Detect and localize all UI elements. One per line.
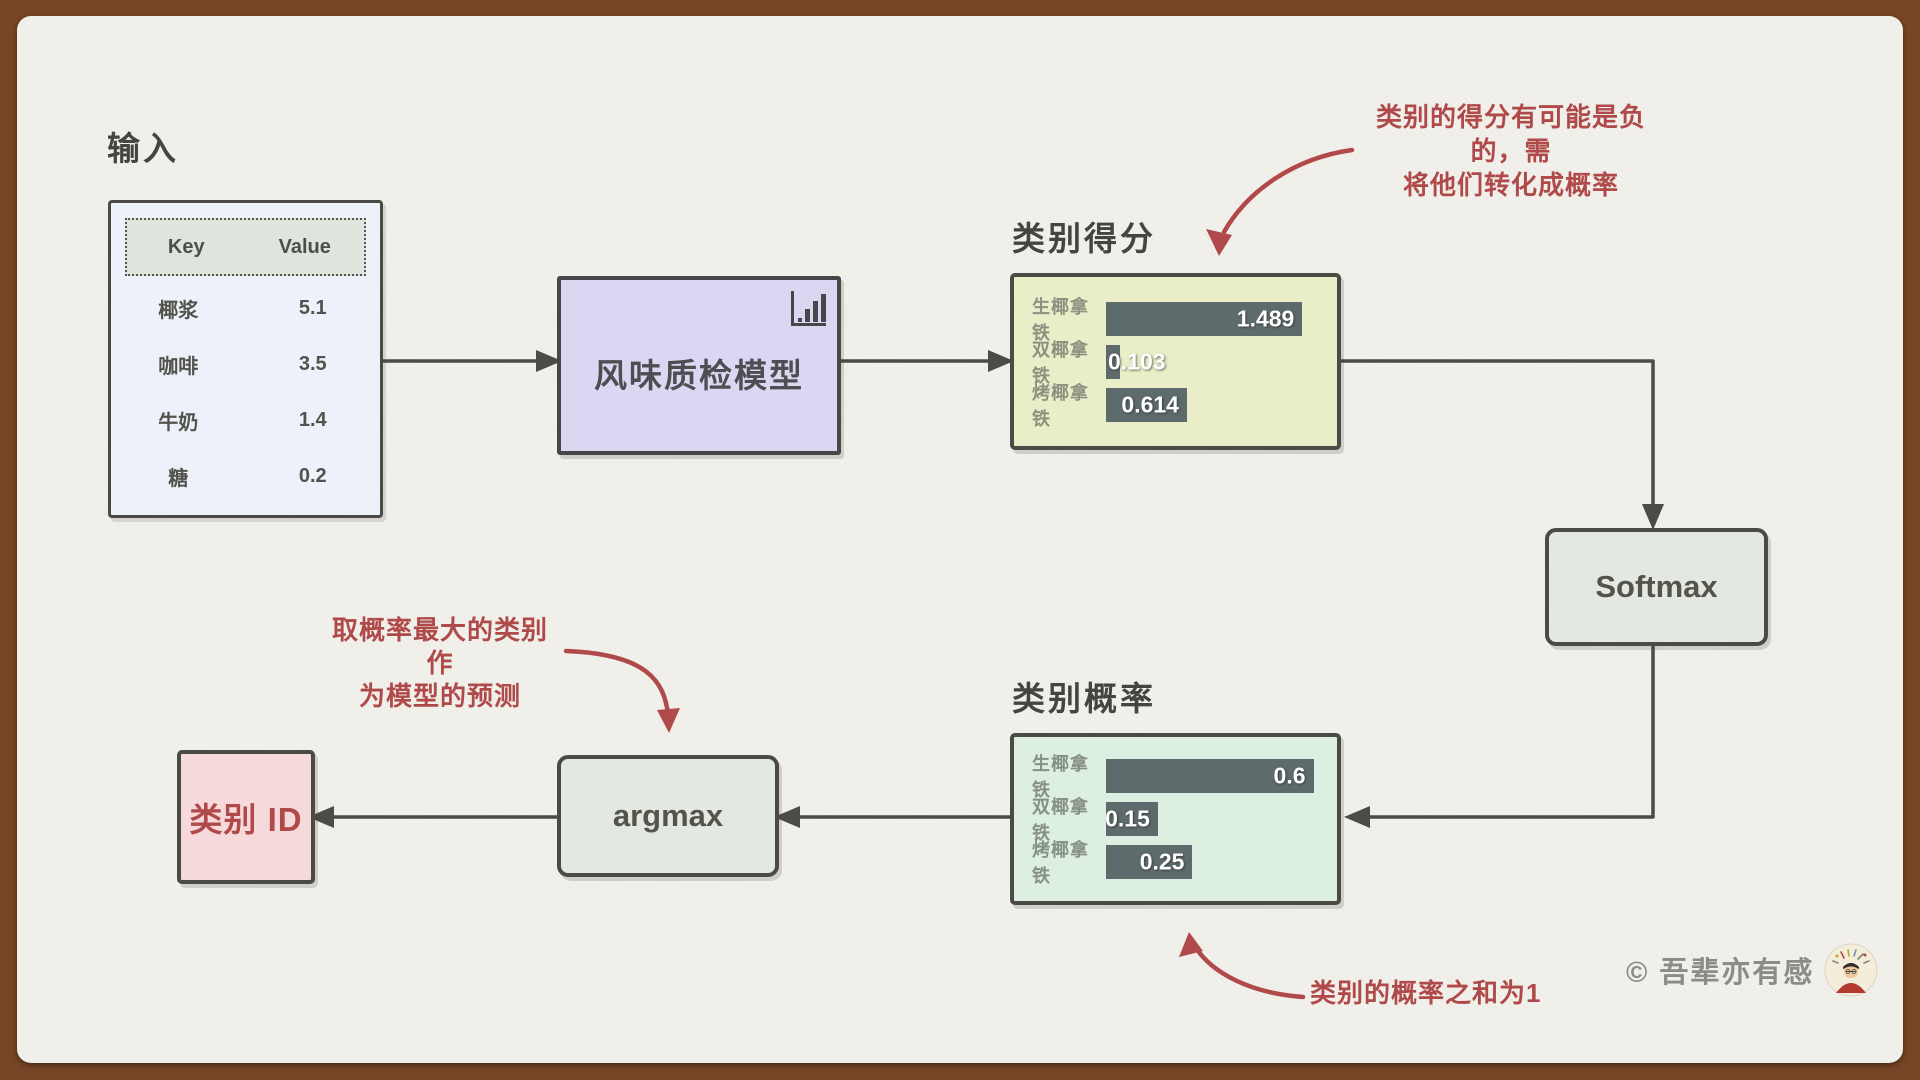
- score-annotation-line2: 将他们转化成概率: [1402, 170, 1619, 200]
- bar-value: 0.25: [1139, 848, 1185, 875]
- author-avatar: [1824, 943, 1878, 997]
- score-bar: 0.614: [1106, 387, 1187, 422]
- input-table: Key Value 椰浆 5.1 咖啡 3.5 牛奶 1.4 糖 0.2: [108, 200, 383, 518]
- score-annotation-line1: 类别的得分有可能是负的，需: [1375, 102, 1646, 166]
- argmax-box: argmax: [557, 755, 779, 877]
- bar-value: 0.103: [1108, 348, 1166, 374]
- watermark-text: © 吾辈亦有感: [1626, 957, 1815, 989]
- bar-label: 烤椰拿铁: [1032, 840, 1089, 886]
- row-key: 糖: [168, 467, 189, 490]
- bar-label: 烤椰拿铁: [1032, 382, 1089, 429]
- table-row: 牛奶 1.4: [111, 392, 380, 448]
- softmax-label: Softmax: [1595, 569, 1718, 604]
- argmax-annotation-line2: 为模型的预测: [358, 681, 521, 711]
- bar-value: 0.15: [1105, 805, 1150, 832]
- row-value: 3.5: [298, 352, 327, 375]
- row-key: 咖啡: [158, 355, 199, 378]
- bar-label: 双椰拿铁: [1032, 797, 1089, 843]
- score-chart-title: 类别得分: [1012, 220, 1156, 257]
- score-annotation: 类别的得分有可能是负的，需 将他们转化成概率: [1350, 100, 1672, 202]
- score-row: 双椰拿铁 0.103: [1032, 340, 1317, 386]
- bar-label: 双椰拿铁: [1032, 339, 1089, 386]
- score-bar: 1.489: [1106, 301, 1303, 336]
- argmax-annotation: 取概率最大的类别作 为模型的预测: [325, 614, 555, 713]
- bar-label: 生椰拿铁: [1032, 296, 1089, 343]
- score-bar: 0.103: [1106, 344, 1166, 379]
- class-id-box: 类别 ID: [177, 750, 315, 884]
- prob-row: 生椰拿铁 0.6: [1032, 754, 1317, 800]
- prob-chart-title: 类别概率: [1012, 680, 1156, 717]
- table-row: 糖 0.2: [111, 448, 380, 504]
- row-value: 1.4: [298, 408, 327, 431]
- prob-annotation: 类别的概率之和为1: [1310, 976, 1570, 1010]
- row-key: 椰浆: [158, 299, 199, 322]
- header-value: Value: [278, 235, 331, 258]
- bar-track: 1.489: [1106, 301, 1317, 336]
- input-table-header: Key Value: [125, 218, 366, 276]
- prob-chart-box: 生椰拿铁 0.6 双椰拿铁 0.15 烤椰拿铁 0.25: [1010, 733, 1341, 905]
- argmax-annotation-line1: 取概率最大的类别作: [331, 615, 548, 678]
- bar-track: 0.103: [1106, 344, 1317, 379]
- bar-track: 0.6: [1106, 759, 1317, 793]
- bar-label: 生椰拿铁: [1032, 754, 1089, 800]
- prob-bar: 0.25: [1106, 845, 1193, 879]
- table-row: 咖啡 3.5: [111, 336, 380, 392]
- input-title: 输入: [107, 130, 179, 167]
- model-box: 风味质检模型: [557, 276, 841, 455]
- prob-annotation-line: 类别的概率之和为1: [1310, 978, 1542, 1008]
- row-value: 0.2: [298, 464, 327, 487]
- score-chart-box: 生椰拿铁 1.489 双椰拿铁 0.103 烤椰拿铁 0.614: [1010, 273, 1341, 450]
- watermark: © 吾辈亦有感: [1626, 943, 1878, 997]
- bar-track: 0.25: [1106, 845, 1317, 879]
- score-row: 烤椰拿铁 0.614: [1032, 383, 1317, 429]
- prob-bar: 0.6: [1106, 759, 1314, 793]
- header-key: Key: [167, 235, 205, 258]
- bar-track: 0.15: [1105, 802, 1317, 836]
- prob-bar: 0.15: [1105, 802, 1158, 836]
- softmax-box: Softmax: [1545, 528, 1768, 646]
- model-label: 风味质检模型: [594, 356, 804, 394]
- class-id-label: 类别 ID: [189, 801, 303, 838]
- prob-row: 双椰拿铁 0.15: [1032, 797, 1317, 843]
- prob-row: 烤椰拿铁 0.25: [1032, 840, 1317, 886]
- row-key: 牛奶: [158, 411, 199, 434]
- bar-value: 0.614: [1121, 391, 1179, 417]
- bar-value: 1.489: [1236, 305, 1295, 331]
- bar-chart-icon: [791, 291, 826, 326]
- row-value: 5.1: [298, 296, 327, 319]
- bar-value: 0.6: [1273, 762, 1306, 789]
- bar-track: 0.614: [1106, 387, 1317, 422]
- score-row: 生椰拿铁 1.489: [1032, 297, 1317, 343]
- argmax-label: argmax: [612, 798, 724, 833]
- table-row: 椰浆 5.1: [111, 280, 380, 336]
- input-table-rows: 椰浆 5.1 咖啡 3.5 牛奶 1.4 糖 0.2: [111, 280, 380, 504]
